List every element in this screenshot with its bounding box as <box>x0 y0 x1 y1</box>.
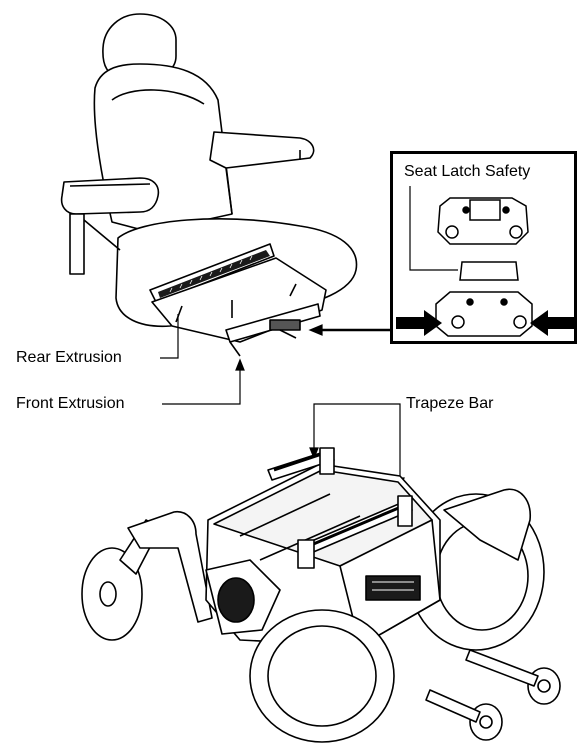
latch-squeezed-view <box>435 291 533 337</box>
seat-latch-safety-label: Seat Latch Safety <box>404 163 531 180</box>
squeeze-arrows <box>396 310 574 336</box>
seat-assembly <box>60 13 358 357</box>
trapeze-bar-label: Trapeze Bar <box>406 395 494 412</box>
right-armrest <box>209 131 315 169</box>
rear-suspension-arm <box>127 510 213 623</box>
trapeze-bars <box>267 447 413 569</box>
front-extrusion-leader <box>162 366 241 405</box>
leader-lines <box>160 314 405 490</box>
latch-safety-cap <box>459 261 519 281</box>
rear-extrusion-leader <box>160 314 179 359</box>
rear-extrusion-label: Rear Extrusion <box>16 349 122 366</box>
front-extrusion-label: Front Extrusion <box>16 395 125 412</box>
trapeze-bar-leader <box>313 403 401 482</box>
seat-latch-inset <box>396 186 574 337</box>
power-chair-base <box>81 447 561 743</box>
left-armrest <box>60 177 160 215</box>
